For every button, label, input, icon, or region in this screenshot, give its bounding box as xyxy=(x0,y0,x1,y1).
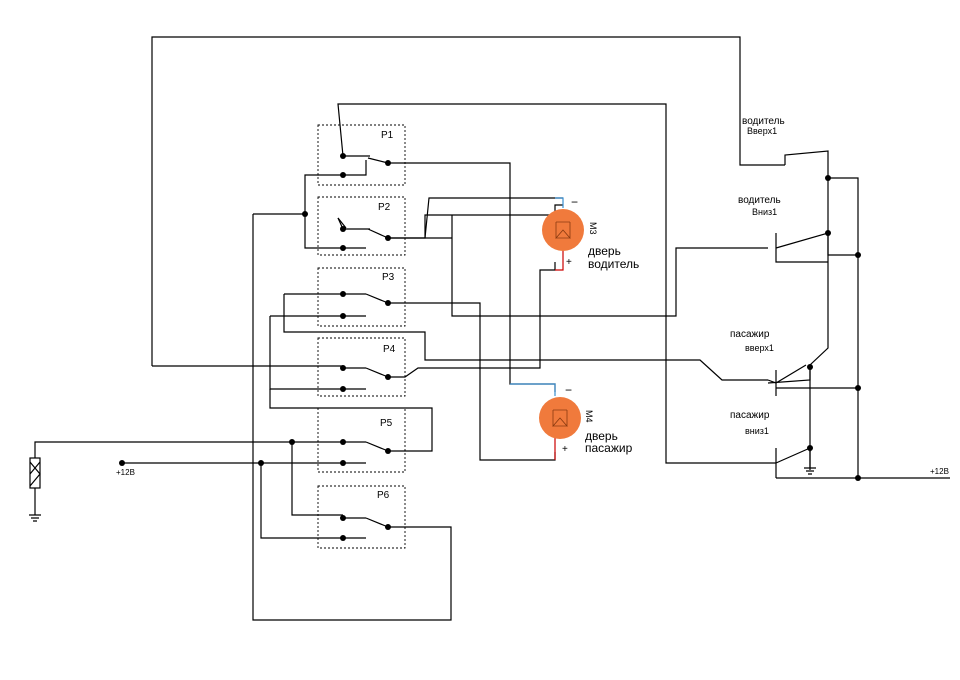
switch-driver-down-name: водитель xyxy=(738,195,781,206)
relay-p1-contacts xyxy=(340,153,391,178)
relay-p3-label: P3 xyxy=(382,272,395,283)
motor-m3-minus: − xyxy=(571,195,578,209)
motor-m4-caption-1: дверь xyxy=(585,429,618,443)
ground-symbol-right xyxy=(804,450,816,475)
motor-m4-minus: − xyxy=(565,383,572,397)
relay-p1-label: P1 xyxy=(381,130,394,141)
motor-m4-caption-2: пасажир xyxy=(585,441,633,455)
relay-p3-box xyxy=(317,267,406,327)
motor-m4: − + M4 дверь пасажир xyxy=(510,383,633,460)
wiring xyxy=(34,36,950,621)
ground-symbol-left xyxy=(29,488,41,522)
motor-m4-plus: + xyxy=(562,444,568,455)
motor-m3-caption-1: дверь xyxy=(588,244,621,258)
switch-passenger-up-name: пасажир xyxy=(730,329,770,340)
relay-p4-label: P4 xyxy=(383,344,396,355)
relay-p2-box xyxy=(317,196,406,256)
relay-p4-box xyxy=(317,337,406,397)
relay-p5-label: P5 xyxy=(380,418,393,429)
supply-label-left: +12B xyxy=(116,468,135,477)
relay-p6-label: P6 xyxy=(377,490,390,501)
motor-m3-plus: + xyxy=(566,257,572,268)
relay-p5-box xyxy=(317,407,406,473)
motor-m3-caption-2: водитель xyxy=(588,257,639,271)
motor-m3-ref: M3 xyxy=(588,222,598,235)
motor-m4-ref: M4 xyxy=(584,410,594,423)
relay-p6-contacts xyxy=(340,515,391,541)
switch-passenger-down-name: пасажир xyxy=(730,410,770,421)
load-resistor xyxy=(29,457,41,489)
switch-driver-up-name: водитель xyxy=(742,116,785,127)
motor-m3: − + M3 дверь водитель xyxy=(542,195,639,271)
supply-label-right: +12B xyxy=(930,467,949,476)
relay-p3-contacts xyxy=(340,291,391,319)
relay-p4-contacts xyxy=(340,365,391,392)
switch-driver-down-sub: Вниз1 xyxy=(752,207,777,217)
switch-passenger-up-sub: вверх1 xyxy=(745,343,774,353)
switch-driver-up-sub: Вверх1 xyxy=(747,126,777,136)
relay-p2-contacts xyxy=(337,217,391,251)
junction-dots xyxy=(119,175,861,481)
relay-p6-box xyxy=(317,485,406,549)
relay-p1-box xyxy=(317,124,406,186)
relay-p5-contacts xyxy=(340,439,391,466)
switch-passenger-down-sub: вниз1 xyxy=(745,426,769,436)
relay-p2-label: P2 xyxy=(378,202,391,213)
